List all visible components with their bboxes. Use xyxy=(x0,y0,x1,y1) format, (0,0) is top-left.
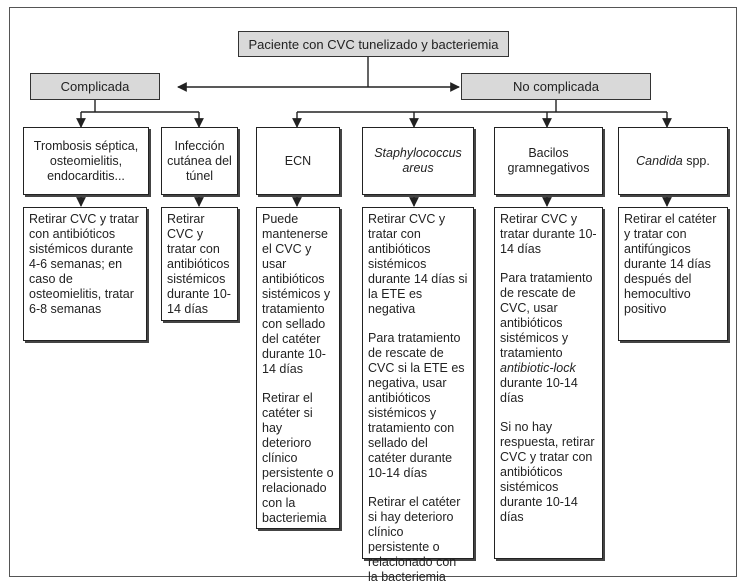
category-title: Infección cutánea del túnel xyxy=(167,138,232,183)
root-label: Paciente con CVC tunelizado y bacteriemi… xyxy=(248,36,499,52)
category-bacilos: Bacilos gramnegativos xyxy=(494,127,603,195)
category-title: ECN xyxy=(284,153,312,168)
no-complicada-box: No complicada xyxy=(461,73,651,100)
treatment-paragraph: Retirar CVC y tratar con antibióticos si… xyxy=(29,212,139,316)
treatment-staphylococcus: Retirar CVC y tratar con antibióticos si… xyxy=(362,207,474,584)
root-box: Paciente con CVC tunelizado y bacteriemi… xyxy=(238,31,509,57)
treatment-infeccion-tunel: Retirar CVC y tratar con antibióticos si… xyxy=(161,207,238,321)
complicada-label: Complicada xyxy=(60,79,130,94)
category-ecn: ECN xyxy=(256,127,340,195)
treatment-paragraph: Retirar el catéter si hay deterioro clín… xyxy=(262,391,334,525)
diagram-frame xyxy=(9,7,737,577)
category-infeccion-tunel: Infección cutánea del túnel xyxy=(161,127,238,195)
treatment-paragraph: Retirar CVC y tratar con antibióticos si… xyxy=(368,212,468,316)
treatment-paragraph: Retirar CVC y tratar durante 10-14 días xyxy=(500,212,597,256)
treatment-paragraph: Si no hay respuesta, retirar CVC y trata… xyxy=(500,420,595,524)
treatment-paragraph: Para tratamiento de rescate de CVC, usar… xyxy=(500,271,593,405)
treatment-paragraph: Para tratamiento de rescate de CVC si la… xyxy=(368,331,465,480)
complicada-box: Complicada xyxy=(30,73,160,100)
category-title: Staphylococcus areus xyxy=(374,146,462,175)
category-title-rest: spp. xyxy=(682,153,710,168)
category-title: Bacilos gramnegativos xyxy=(507,146,590,175)
italic-term: antibiotic-lock xyxy=(500,361,576,375)
treatment-complicaciones: Retirar CVC y tratar con antibióticos si… xyxy=(23,207,147,341)
treatment-bacilos: Retirar CVC y tratar durante 10-14 días … xyxy=(494,207,603,559)
no-complicada-label: No complicada xyxy=(513,79,599,94)
category-title-italic: Candida xyxy=(636,153,683,168)
treatment-candida: Retirar el catéter y tratar con antifúng… xyxy=(618,207,728,341)
treatment-paragraph: Retirar el catéter si hay deterioro clín… xyxy=(368,495,461,584)
category-title-wrap: Candida spp. xyxy=(636,154,710,169)
category-candida: Candida spp. xyxy=(618,127,728,195)
treatment-ecn: Puede mantenerse el CVC y usar antibióti… xyxy=(256,207,340,529)
treatment-paragraph: Retirar el catéter y tratar con antifúng… xyxy=(624,212,717,316)
treatment-paragraph: Puede mantenerse el CVC y usar antibióti… xyxy=(262,212,331,376)
category-title: Trombosis séptica, osteomielitis, endoca… xyxy=(33,138,139,183)
treatment-paragraph: Retirar CVC y tratar con antibióticos si… xyxy=(167,212,231,316)
category-complicaciones: Trombosis séptica, osteomielitis, endoca… xyxy=(23,127,149,195)
category-staphylococcus: Staphylococcus areus xyxy=(362,127,474,195)
